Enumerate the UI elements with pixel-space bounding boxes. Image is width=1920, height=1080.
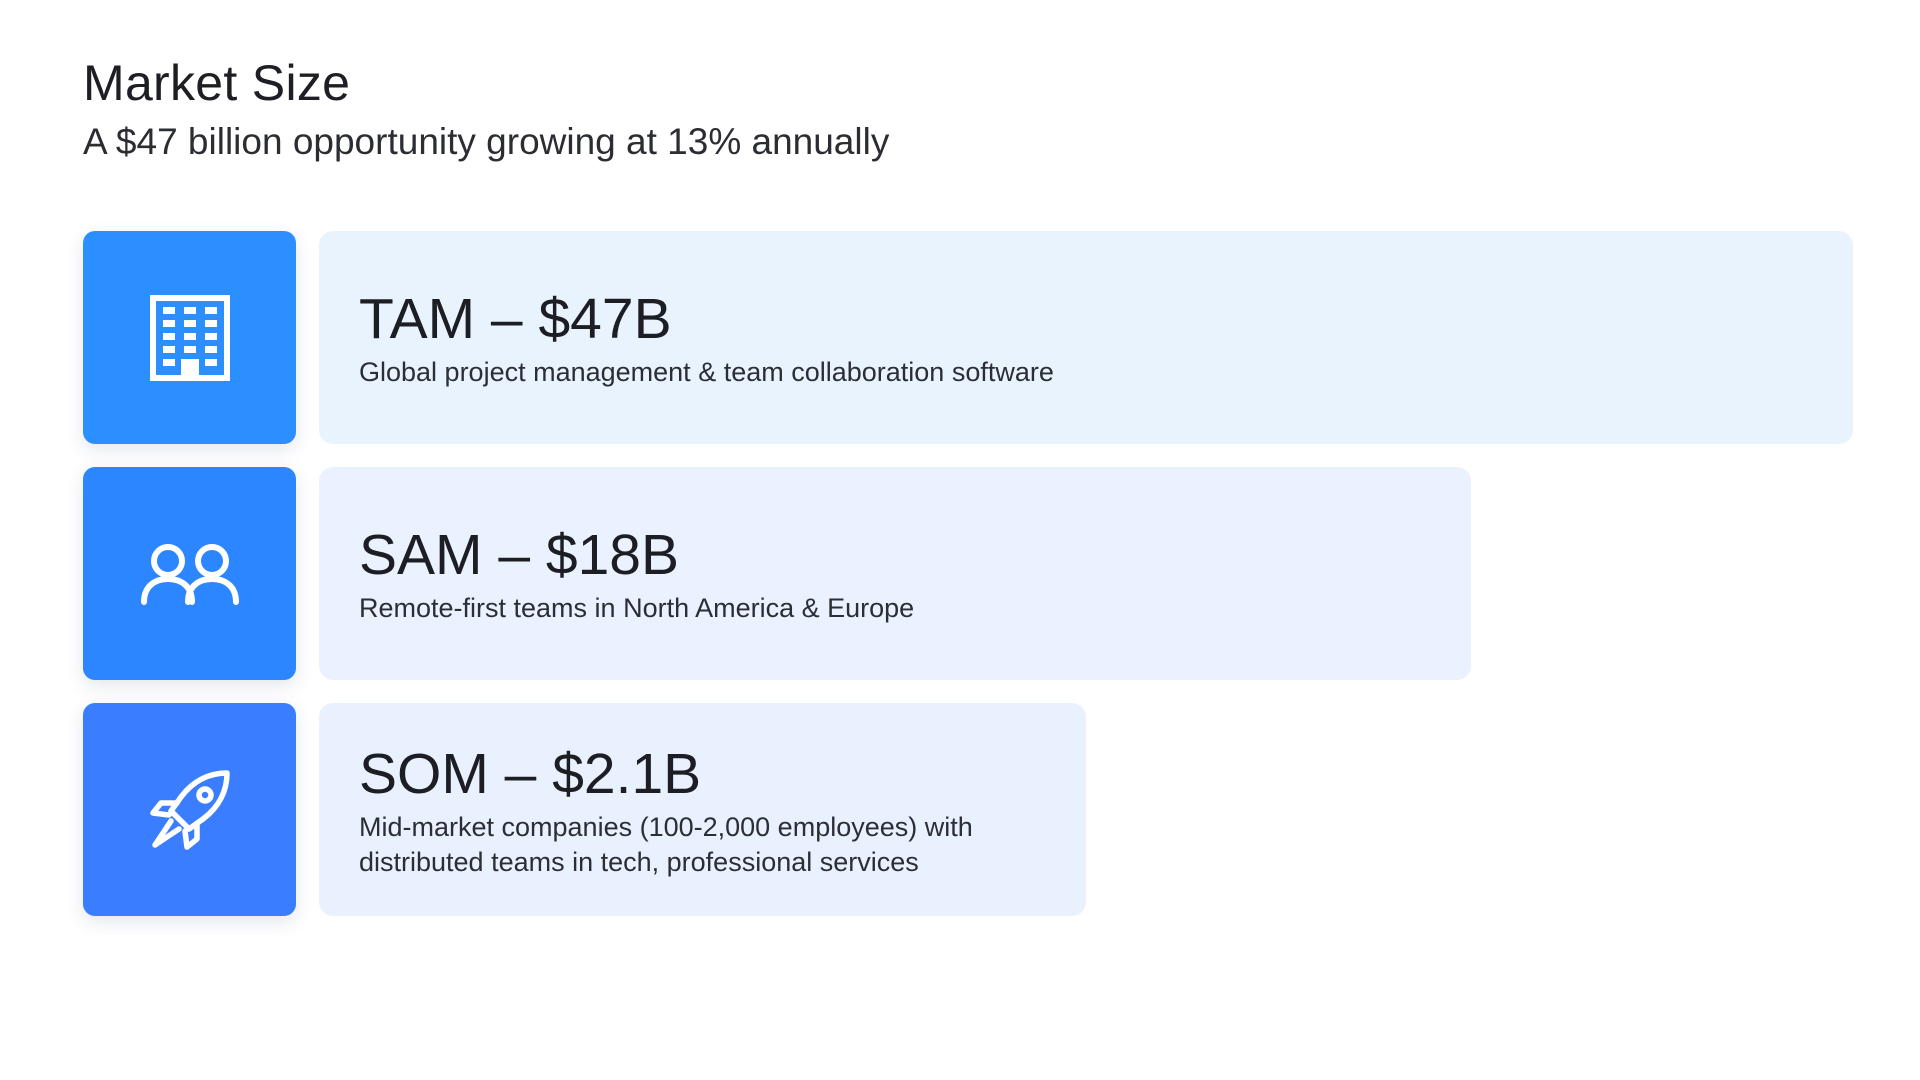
tier-description-tam: Global project management & team collabo… <box>359 357 1054 387</box>
tier-card-som: SOM – $2.1B Mid-market companies (100-2,… <box>319 703 1086 916</box>
tier-description-sam: Remote-first teams in North America & Eu… <box>359 593 915 623</box>
tier-heading-sam: SAM – $18B <box>359 523 680 587</box>
rocket-icon <box>149 769 230 850</box>
tier-icon-box-som <box>83 703 296 916</box>
tier-heading-tam: TAM – $47B <box>359 287 672 351</box>
tier-icon-box-tam <box>83 231 296 444</box>
users-icon <box>140 543 239 605</box>
tier-card-tam: TAM – $47B Global project management & t… <box>319 231 1853 444</box>
slide-title: Market Size <box>83 55 351 111</box>
tier-heading-som: SOM – $2.1B <box>359 741 702 806</box>
building-icon <box>149 294 230 381</box>
slide-subtitle: A $47 billion opportunity growing at 13%… <box>83 121 890 162</box>
tier-icon-box-sam <box>83 467 296 680</box>
tier-description-som: Mid-market companies (100-2,000 employee… <box>359 811 973 877</box>
tier-card-sam: SAM – $18B Remote-first teams in North A… <box>319 467 1471 680</box>
